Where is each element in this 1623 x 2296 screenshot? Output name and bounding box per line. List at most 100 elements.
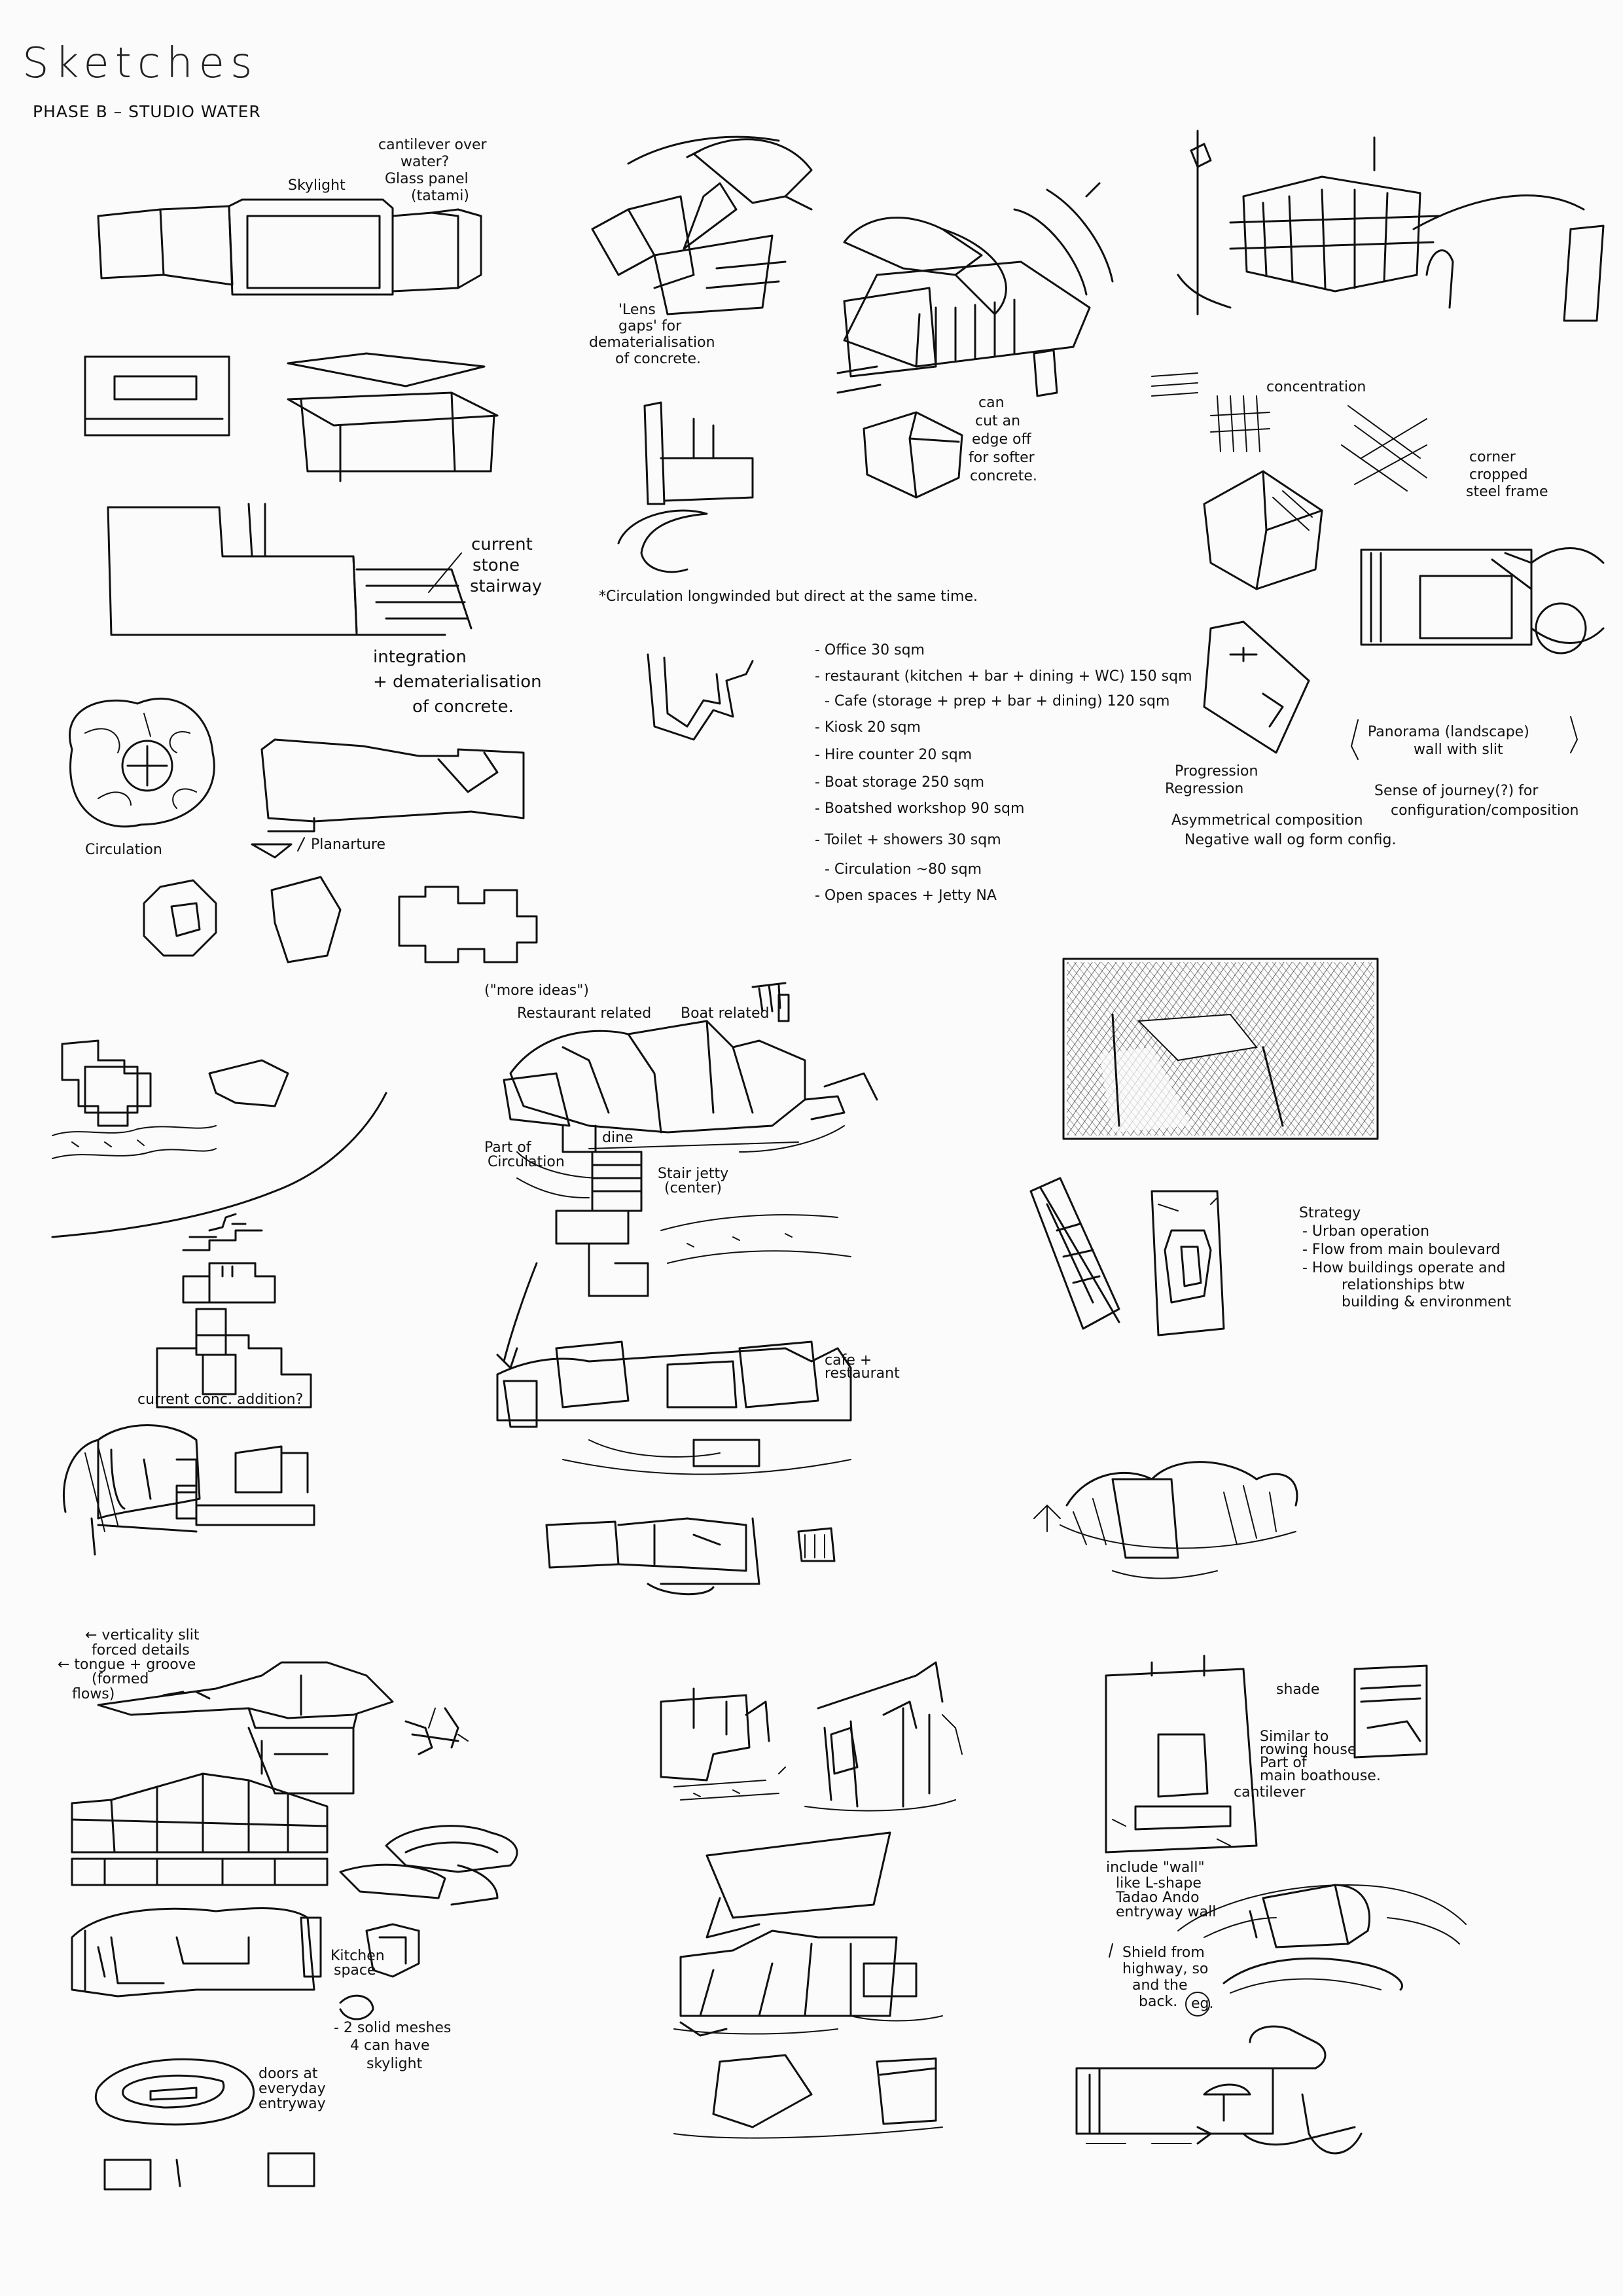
note-planarture: Planarture (311, 836, 385, 853)
svg-text:(center): (center) (664, 1180, 722, 1196)
note-corner: corner cropped steel frame (1466, 449, 1548, 500)
svg-text:(tatami): (tatami) (411, 188, 469, 204)
svg-text:(formed: (formed (92, 1671, 149, 1687)
note-panorama: Panorama (landscape) wall with slit (1350, 716, 1578, 760)
note-dine: dine (602, 1130, 633, 1146)
svg-text:- Hire counter 20 sqm: - Hire counter 20 sqm (815, 747, 972, 763)
note-eg: eg. (1191, 1996, 1214, 2012)
sketch-group-shade (1105, 1655, 1428, 1854)
svg-text:entryway: entryway (259, 2096, 326, 2112)
svg-text:Regression: Regression (1165, 781, 1243, 797)
svg-text:- restaurant (kitchen + bar +: - restaurant (kitchen + bar + dining + W… (815, 668, 1192, 685)
svg-text:cropped: cropped (1469, 467, 1528, 483)
svg-text:main boathouse.: main boathouse. (1260, 1768, 1381, 1784)
svg-text:- Kiosk 20 sqm: - Kiosk 20 sqm (815, 719, 921, 736)
svg-text:Strategy: Strategy (1299, 1205, 1361, 1221)
note-sense-journey: Sense of journey(?) for configuration/co… (1374, 783, 1578, 819)
svg-text:Sense of journey(?) for: Sense of journey(?) for (1374, 783, 1539, 799)
sketch-fold-and-cube (617, 401, 963, 573)
svg-text:- Toilet + showers 30 sqm: - Toilet + showers 30 sqm (815, 832, 1001, 848)
note-restaurant-related: Restaurant related (517, 1005, 651, 1022)
svg-text:Progression: Progression (1175, 763, 1258, 780)
sketch-group-wall-shield (1177, 1884, 1467, 2017)
svg-text:Asymmetrical composition: Asymmetrical composition (1171, 812, 1363, 829)
svg-text:Glass panel: Glass panel (385, 171, 469, 187)
svg-text:4 can have: 4 can have (350, 2037, 429, 2054)
svg-text:'Lens: 'Lens (618, 302, 656, 318)
svg-text:Circulation: Circulation (488, 1154, 565, 1170)
svg-text:- Urban operation: - Urban operation (1302, 1223, 1429, 1240)
svg-text:can: can (978, 395, 1005, 411)
svg-text:space: space (334, 1962, 376, 1979)
svg-text:building & environment: building & environment (1342, 1294, 1512, 1310)
sketch-group-block-row (71, 1772, 518, 2020)
note-shield-highway: Shield from highway, so and the back. (1109, 1943, 1208, 2010)
svg-text:everyday: everyday (259, 2081, 326, 2097)
sketch-group-bottom-section (1075, 2025, 1363, 2155)
svg-text:cut an: cut an (975, 413, 1020, 429)
sketch-circulation-diagram (69, 697, 525, 859)
svg-text:Similar to: Similar to (1260, 1729, 1329, 1745)
note-boat-related: Boat related (681, 1005, 769, 1022)
svg-text:- 2 solid meshes: - 2 solid meshes (334, 2020, 451, 2036)
note-current-stone: current stone stairway (428, 535, 542, 596)
sketch-group-elevations (84, 198, 499, 636)
svg-text:- Cafe (storage + prep + bar +: - Cafe (storage + prep + bar + dining) 1… (825, 693, 1169, 709)
sketch-plan-small (1203, 620, 1310, 754)
svg-text:forced details: forced details (92, 1642, 190, 1659)
note-lens-gaps: 'Lens gaps' for dematerialisation of con… (589, 302, 715, 367)
svg-text:flows): flows) (72, 1686, 115, 1702)
svg-text:- Boatshed workshop 90 sqm: - Boatshed workshop 90 sqm (815, 800, 1024, 817)
svg-text:doors at: doors at (259, 2066, 318, 2082)
note-progression: Progression Regression (1165, 763, 1258, 797)
svg-text:concrete.: concrete. (970, 468, 1037, 484)
svg-text:restaurant: restaurant (825, 1365, 900, 1382)
svg-text:like L-shape: like L-shape (1116, 1875, 1202, 1892)
note-similar-boathouse: Similar to rowing house Part of main boa… (1234, 1729, 1381, 1801)
svg-text:Part of: Part of (1260, 1755, 1308, 1771)
sketch-group-mesh (94, 2058, 315, 2191)
sketch-group-strategy-plans (1029, 1177, 1225, 1336)
svg-text:← tongue + groove: ← tongue + groove (58, 1657, 196, 1673)
sketch-group-verticality (97, 1661, 469, 1795)
page-subtitle: PHASE B – STUDIO WATER (33, 102, 261, 121)
svg-text:dematerialisation: dematerialisation (589, 334, 715, 351)
svg-text:Kitchen: Kitchen (330, 1948, 385, 1964)
svg-text:of concrete.: of concrete. (615, 351, 701, 367)
svg-text:Shield from: Shield from (1122, 1945, 1205, 1961)
svg-text:- Open spaces + Jetty NA: - Open spaces + Jetty NA (815, 888, 997, 904)
sketch-house-cube (1203, 470, 1323, 590)
svg-text:Stair jetty: Stair jetty (658, 1166, 728, 1182)
svg-text:- Flow from main boulevard: - Flow from main boulevard (1302, 1242, 1500, 1258)
svg-text:gaps' for: gaps' for (618, 318, 682, 334)
svg-text:cantilever over: cantilever over (378, 137, 488, 153)
note-cantilever: cantilever over water? Glass panel (tata… (378, 137, 488, 204)
svg-text:- Boat storage 250 sqm: - Boat storage 250 sqm (815, 774, 984, 791)
svg-text:integration: integration (373, 647, 467, 667)
note-circulation: Circulation (85, 842, 162, 858)
note-kitchen-space: Kitchen space (330, 1948, 385, 1979)
note-include-wall: include "wall" like L-shape Tadao Ando e… (1106, 1859, 1216, 1920)
svg-text:highway, so: highway, so (1122, 1961, 1208, 1977)
svg-text:back.: back. (1139, 1994, 1177, 2010)
svg-text:and the: and the (1132, 1977, 1188, 1994)
sketch-group-massing-studies (51, 1039, 387, 1556)
sketch-group-cantilever-views (660, 1661, 963, 2139)
sketch-concentration-marks (1151, 372, 1427, 492)
svg-text:of concrete.: of concrete. (412, 697, 514, 717)
svg-text:Panorama (landscape): Panorama (landscape) (1368, 724, 1529, 740)
svg-text:entryway wall: entryway wall (1116, 1904, 1216, 1920)
sketch-plan-shapes (143, 876, 538, 963)
svg-text:rowing house: rowing house (1260, 1742, 1356, 1758)
note-concentration: concentration (1266, 379, 1366, 395)
sketch-group-aerial (591, 135, 1114, 397)
note-shade: shade (1276, 1681, 1319, 1698)
svg-text:cafe +: cafe + (825, 1352, 872, 1369)
note-cut-edge: can cut an edge off for softer concrete. (969, 395, 1037, 484)
page-title: Sketches (22, 39, 259, 88)
sketch-group-scene (1033, 1461, 1298, 1579)
svg-text:water?: water? (401, 154, 449, 170)
svg-text:configuration/composition: configuration/composition (1391, 802, 1578, 819)
svg-text:+ dematerialisation: + dematerialisation (373, 672, 542, 692)
svg-text:cantilever: cantilever (1234, 1784, 1306, 1801)
